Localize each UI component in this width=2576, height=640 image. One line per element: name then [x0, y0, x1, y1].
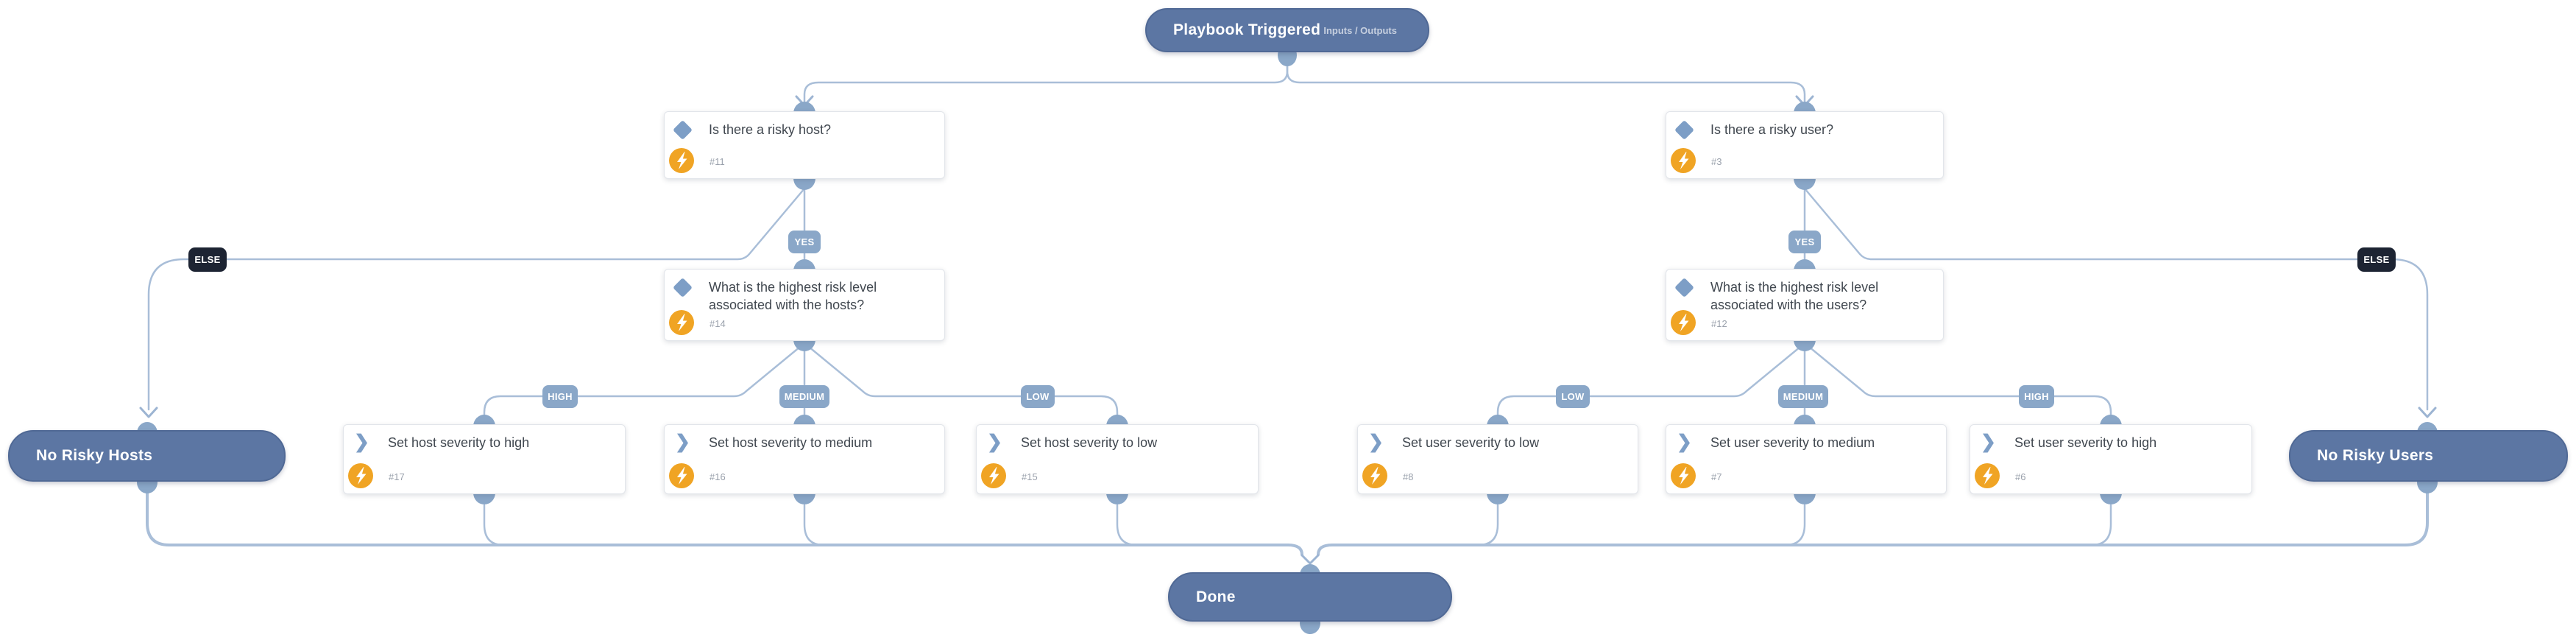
task-title: Set host severity to medium	[709, 435, 873, 450]
chevron-task-icon: ❯	[1981, 432, 1996, 452]
task-title: Set user severity to low	[1402, 435, 1540, 450]
task-id: #3	[1711, 156, 1722, 167]
chevron-task-icon: ❯	[354, 432, 369, 452]
automation-bolt-icon	[669, 310, 694, 335]
automation-bolt-icon	[669, 148, 694, 173]
terminal-label: Done	[1196, 588, 1236, 605]
task-title: Set host severity to low	[1021, 435, 1158, 450]
decision-diamond-icon	[673, 120, 693, 140]
task-title: Set user severity to medium	[1710, 435, 1875, 450]
terminal-label: No Risky Users	[2317, 447, 2434, 464]
task-node-set-host-severity-high[interactable]: ❯ Set host severity to high #17	[343, 424, 626, 494]
edge-label-yes-user: YES	[1788, 231, 1821, 253]
decision-diamond-icon	[1674, 278, 1694, 298]
edge-label-else-user: ELSE	[2357, 247, 2396, 272]
condition-node-risky-user[interactable]: Is there a risky user? #3	[1666, 111, 1944, 179]
inputs-outputs-link[interactable]: Inputs / Outputs	[1323, 24, 1397, 36]
task-id: #7	[1711, 471, 1722, 482]
automation-bolt-icon	[1362, 463, 1387, 488]
task-id: #6	[2015, 471, 2026, 482]
edge-label-yes-host: YES	[788, 231, 821, 253]
condition-node-risky-host[interactable]: Is there a risky host? #11	[664, 111, 945, 179]
automation-bolt-icon	[981, 463, 1006, 488]
task-node-set-user-severity-low[interactable]: ❯ Set user severity to low #8	[1357, 424, 1638, 494]
start-node-playbook-triggered[interactable]: Playbook Triggered Inputs / Outputs	[1145, 8, 1429, 52]
chevron-task-icon: ❯	[987, 432, 1002, 452]
condition-title: Is there a risky host?	[709, 122, 832, 137]
automation-bolt-icon	[1671, 148, 1696, 173]
task-id: #14	[710, 318, 726, 329]
edge-label-medium-host: MEDIUM	[779, 385, 829, 408]
condition-node-user-risk-level[interactable]: What is the highest risk level associate…	[1666, 269, 1944, 341]
edge-label-low-user: LOW	[1556, 385, 1590, 408]
edge-label-else-host: ELSE	[188, 247, 227, 272]
terminal-node-done[interactable]: Done	[1168, 572, 1452, 622]
decision-diamond-icon	[1674, 120, 1694, 140]
automation-bolt-icon	[669, 463, 694, 488]
task-id: #16	[710, 471, 726, 482]
condition-title: What is the highest risk level associate…	[709, 280, 877, 312]
edge-label-high-user: HIGH	[2019, 385, 2054, 408]
task-id: #8	[1403, 471, 1414, 482]
task-title: Set host severity to high	[388, 435, 530, 450]
chevron-task-icon: ❯	[675, 432, 690, 452]
task-node-set-user-severity-medium[interactable]: ❯ Set user severity to medium #7	[1666, 424, 1947, 494]
condition-node-host-risk-level[interactable]: What is the highest risk level associate…	[664, 269, 945, 341]
terminal-node-no-risky-users[interactable]: No Risky Users	[2289, 430, 2568, 482]
task-id: #15	[1022, 471, 1038, 482]
start-node-label: Playbook Triggered	[1173, 21, 1321, 38]
automation-bolt-icon	[1975, 463, 2000, 488]
task-node-set-user-severity-high[interactable]: ❯ Set user severity to high #6	[1970, 424, 2252, 494]
decision-diamond-icon	[673, 278, 693, 298]
automation-bolt-icon	[1671, 310, 1696, 335]
edge-label-medium-user: MEDIUM	[1778, 385, 1828, 408]
task-node-set-host-severity-low[interactable]: ❯ Set host severity to low #15	[976, 424, 1259, 494]
terminal-label: No Risky Hosts	[36, 447, 153, 464]
edge-label-high-host: HIGH	[542, 385, 578, 408]
task-id: #12	[1711, 318, 1727, 329]
chevron-task-icon: ❯	[1677, 432, 1692, 452]
chevron-task-icon: ❯	[1368, 432, 1384, 452]
automation-bolt-icon	[348, 463, 373, 488]
task-node-set-host-severity-medium[interactable]: ❯ Set host severity to medium #16	[664, 424, 945, 494]
condition-title: What is the highest risk level associate…	[1710, 280, 1879, 312]
task-id: #17	[389, 471, 405, 482]
condition-title: Is there a risky user?	[1710, 122, 1834, 137]
terminal-node-no-risky-hosts[interactable]: No Risky Hosts	[8, 430, 286, 482]
automation-bolt-icon	[1671, 463, 1696, 488]
task-title: Set user severity to high	[2014, 435, 2157, 450]
edge-label-low-host: LOW	[1021, 385, 1055, 408]
task-id: #11	[710, 156, 725, 167]
